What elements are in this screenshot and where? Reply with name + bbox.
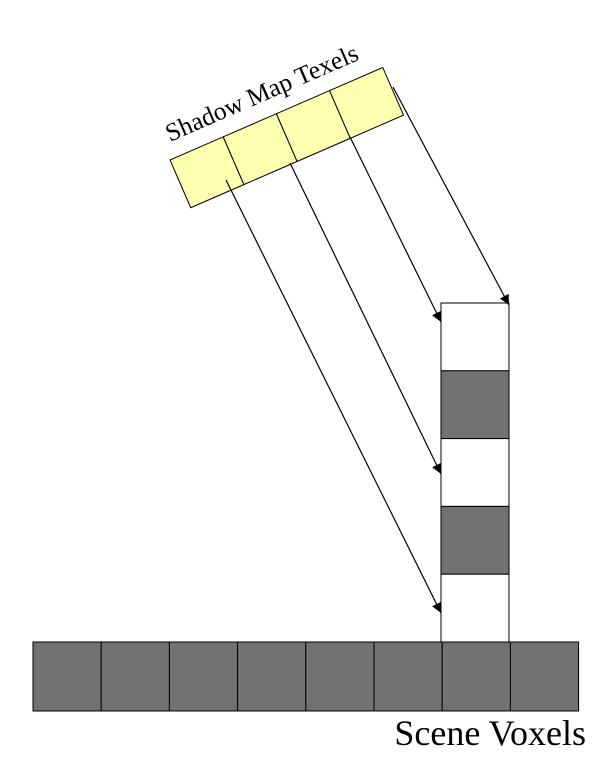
column-voxel-empty (440, 302, 510, 372)
scene-voxel-column (440, 302, 510, 643)
projection-ray-arrow (289, 162, 442, 475)
ground-voxel-occupied (100, 641, 170, 712)
ground-voxel-occupied (509, 641, 580, 712)
shadow-map-texel-strip (169, 66, 405, 209)
column-voxel-empty (440, 438, 510, 507)
ground-voxel-occupied (305, 641, 375, 712)
column-voxel-empty (440, 573, 510, 643)
ground-voxel-occupied (237, 641, 307, 712)
scene-voxel-row (32, 641, 580, 712)
scene-voxels-label: Scene Voxels (394, 713, 586, 753)
projection-ray-arrow (225, 179, 442, 614)
ground-voxel-occupied (373, 641, 443, 712)
projection-ray-arrow (392, 86, 510, 306)
ground-voxel-occupied (168, 641, 239, 712)
shadow-map-texel (328, 66, 405, 139)
projection-ray-arrow (349, 136, 442, 323)
ground-voxel-occupied (441, 641, 511, 712)
column-voxel-occupied (440, 505, 510, 575)
ground-voxel-occupied (32, 641, 102, 712)
column-voxel-occupied (440, 370, 510, 440)
projection-rays (225, 86, 510, 614)
